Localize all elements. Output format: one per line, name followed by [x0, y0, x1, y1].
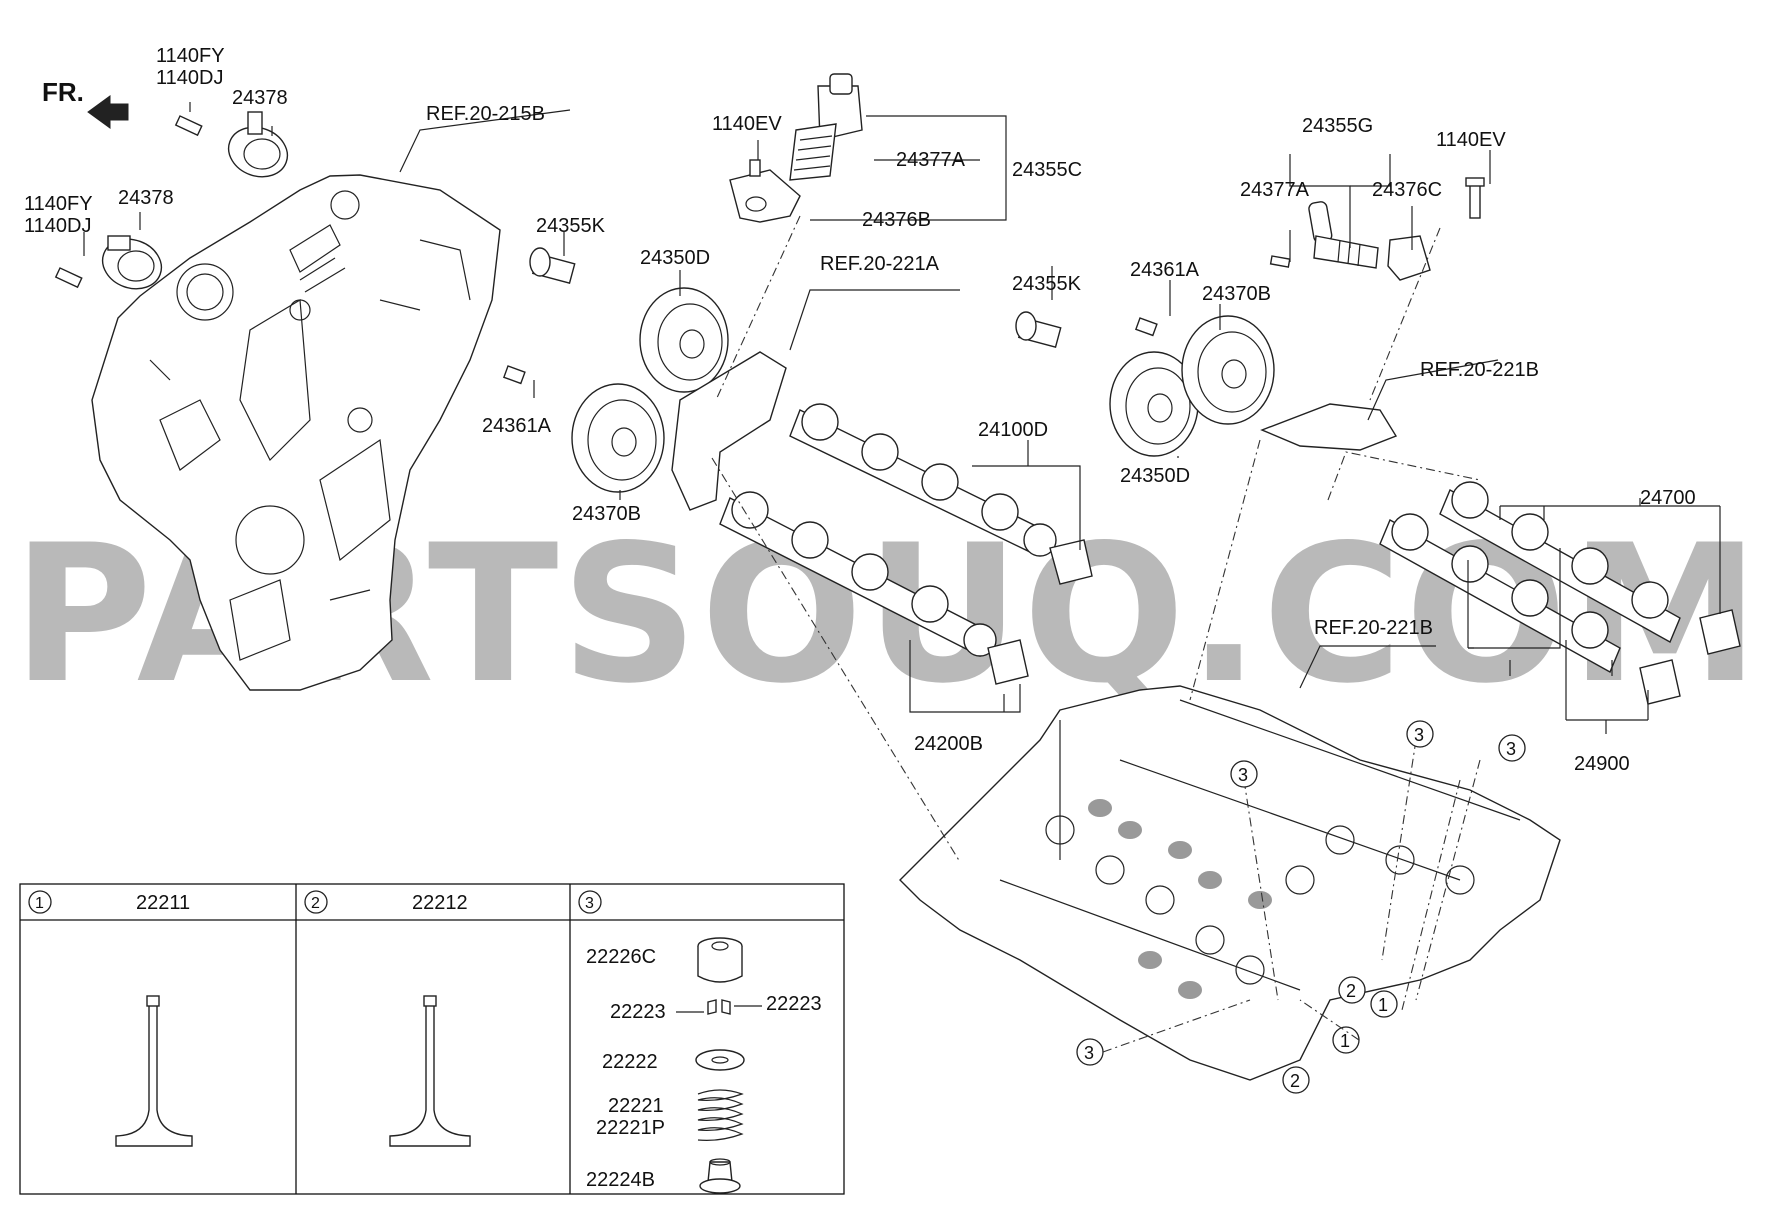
legend-marker-2: 2 [311, 895, 320, 912]
marker-3: 3 [1076, 1038, 1104, 1066]
legend-part-22212: 22212 [412, 892, 468, 914]
valve-stem-seal [699, 1158, 741, 1194]
label-24355c: 24355C [1012, 159, 1082, 181]
svg-text:3: 3 [1238, 765, 1248, 785]
label-22223-right: 22223 [766, 993, 822, 1015]
intake-valve-icon [389, 999, 471, 1147]
leader-lines [83, 102, 1721, 734]
label-1140fy-upper: 1140FY [156, 45, 225, 67]
legend-column-1: 1 22211 [28, 890, 193, 1147]
exhaust-valve-icon [115, 999, 193, 1147]
svg-text:1: 1 [1340, 1031, 1350, 1051]
label-22224b: 22224B [586, 1169, 655, 1191]
label-1140dj-lower: 1140DJ [24, 215, 91, 237]
label-1140dj-upper: 1140DJ [156, 67, 223, 89]
label-22222: 22222 [602, 1051, 658, 1073]
label-24370b-left: 24370B [572, 503, 641, 525]
legend-table: 1 22211 2 22212 3 22226C [19, 883, 845, 1195]
marker-2: 2 [1338, 976, 1366, 1004]
label-1140fy-lower: 1140FY [24, 193, 93, 215]
valve-spring-seat [695, 1049, 745, 1071]
cam-position-sensor-upper [174, 111, 289, 178]
legend-marker-1: 1 [35, 895, 44, 912]
svg-text:1: 1 [1378, 995, 1388, 1015]
label-24361a-right: 24361A [1130, 259, 1200, 281]
marker-1: 1 [1370, 990, 1398, 1018]
legend-column-2: 2 22212 [304, 890, 471, 1147]
camshaft-left-lower [719, 491, 1029, 685]
label-24377a-left: 24377A [896, 149, 966, 171]
camshaft-left-upper [789, 403, 1093, 585]
label-22221: 22221 [608, 1095, 664, 1117]
svg-text:2: 2 [1346, 981, 1356, 1001]
camshaft-right-upper [1439, 481, 1741, 655]
legend-marker-3: 3 [585, 895, 594, 912]
ref-20-221b-lower: REF.20-221B [1314, 617, 1433, 639]
head-markers: 3 3 3 3 2 1 1 2 [1076, 720, 1526, 1094]
label-22226c: 22226C [586, 946, 656, 968]
label-22223-left: 22223 [610, 1001, 666, 1023]
label-24355g: 24355G [1302, 115, 1373, 137]
front-direction-indicator: FR. [42, 77, 129, 129]
label-22221p: 22221P [596, 1117, 665, 1139]
marker-1: 1 [1332, 1026, 1360, 1054]
svg-text:3: 3 [1506, 739, 1516, 759]
callout-labels: 1140FY 1140DJ 24378 1140FY 1140DJ 24378 … [24, 45, 1696, 775]
cvvt-actuator-right-rear [1134, 315, 1275, 425]
cylinder-head [899, 685, 1561, 1081]
front-label: FR. [42, 77, 84, 107]
marker-3: 3 [1230, 760, 1258, 788]
label-24355k-left: 24355K [536, 215, 606, 237]
label-24377a-right: 24377A [1240, 179, 1310, 201]
label-1140ev-right: 1140EV [1436, 129, 1506, 151]
label-24355k-right: 24355K [1012, 273, 1082, 295]
label-24700: 24700 [1640, 487, 1696, 509]
label-1140ev-left: 1140EV [712, 113, 782, 135]
assembly-lines [711, 215, 1481, 1011]
legend-column-3: 3 22226C 22223 22223 22222 [578, 890, 822, 1194]
cvvt-actuator-right-front [1015, 311, 1199, 457]
svg-text:3: 3 [1084, 1043, 1094, 1063]
cvvt-actuator-left-lower [502, 365, 665, 493]
label-24376b: 24376B [862, 209, 931, 231]
label-24378-lower: 24378 [118, 187, 174, 209]
label-24900: 24900 [1574, 753, 1630, 775]
label-24370b-right: 24370B [1202, 283, 1271, 305]
label-24350d-right: 24350D [1120, 465, 1190, 487]
label-24378-upper: 24378 [232, 87, 288, 109]
label-24376c: 24376C [1372, 179, 1442, 201]
marker-3: 3 [1498, 734, 1526, 762]
cam-bracket-right [1260, 403, 1398, 451]
front-arrow-icon [87, 95, 129, 129]
legend-part-22211: 22211 [136, 892, 190, 914]
label-24200b: 24200B [914, 733, 983, 755]
ref-20-221b-upper: REF.20-221B [1420, 359, 1539, 381]
label-24100d: 24100D [978, 419, 1048, 441]
marker-2: 2 [1282, 1066, 1310, 1094]
valve-spring [697, 1089, 744, 1141]
timing-cover [91, 174, 501, 691]
oil-control-valve-left [729, 73, 863, 223]
ref-20-221a: REF.20-221A [820, 253, 940, 275]
marker-3: 3 [1406, 720, 1434, 748]
label-24350d-left: 24350D [640, 247, 710, 269]
ref-20-215b: REF.20-215B [426, 103, 545, 125]
cam-position-sensor-lower [54, 235, 163, 290]
valve-keys [707, 999, 731, 1015]
svg-text:3: 3 [1414, 725, 1424, 745]
label-24361a-left: 24361A [482, 415, 552, 437]
valve-spring-retainer-cap [697, 937, 743, 983]
cam-bracket-left [671, 351, 787, 511]
svg-text:2: 2 [1290, 1071, 1300, 1091]
oil-control-valve-right [1269, 177, 1485, 281]
cvvt-actuator-left-upper [529, 247, 729, 393]
